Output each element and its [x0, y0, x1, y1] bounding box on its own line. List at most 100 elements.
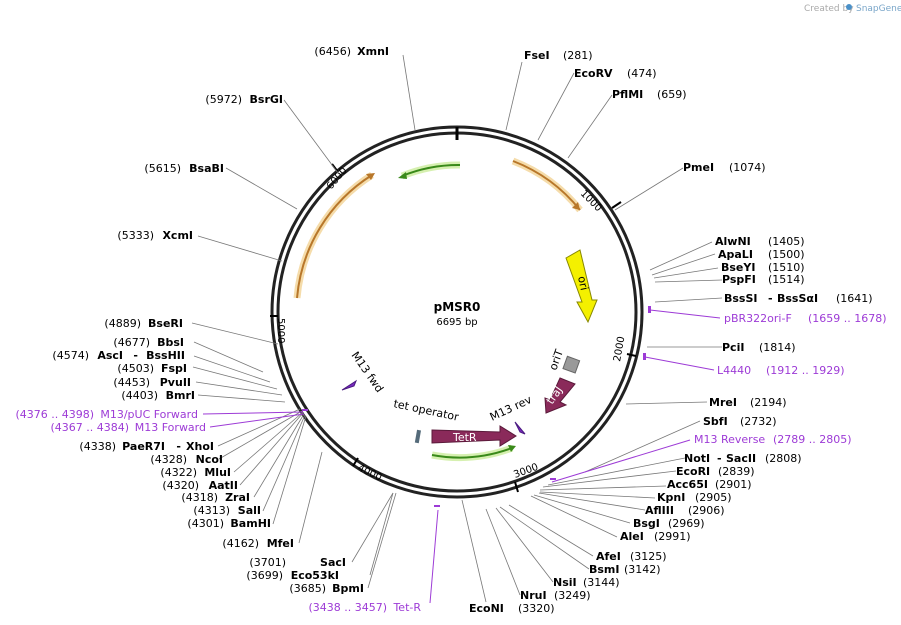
orf-arc-1-arrow-icon: [572, 202, 580, 210]
site-ncoi-pos: (4328): [150, 453, 187, 466]
site-alwni-pos: (1405): [768, 235, 805, 248]
tick-label-2000: 2000: [612, 336, 627, 363]
site-sbfi-pos: (2732): [740, 415, 777, 428]
site-sali-pos: (4313): [193, 504, 230, 517]
site-xcmi-pos: (5333): [117, 229, 154, 242]
site-eco53ki-pos: (3699): [246, 569, 283, 582]
site-noti: NotI: [684, 452, 710, 465]
orf-arc-4-line: [431, 447, 513, 459]
traj-feature: [544, 377, 576, 414]
site-ecorv: EcoRV: [574, 67, 613, 80]
plasmid-length: 6695 bp: [436, 317, 477, 328]
site-bseyi: BseYI: [721, 261, 755, 274]
site-fsei-pos: (281): [563, 49, 593, 62]
site-mfei-pos: (4162): [222, 537, 259, 550]
m13-rev-label: M13 rev: [488, 393, 534, 424]
primer-pbr322ori-f: pBR322ori-F: [724, 312, 792, 325]
site-nsii: NsiI: [553, 576, 577, 589]
orf-arc-2-arrow-icon: [366, 173, 375, 180]
tick-label-4000: 4000: [356, 463, 384, 484]
site-bsshii: BssHII: [146, 349, 185, 362]
site-xmni: XmnI: [357, 45, 389, 58]
site-alwni: AlwNI: [715, 235, 751, 248]
site-bpmi-pos: (3685): [289, 582, 326, 595]
right-site-labels: FseI (281) EcoRV (474) PflMI (659) PmeI …: [469, 49, 873, 615]
site-bsgi: BsgI: [633, 517, 660, 530]
m13-fwd-feature: [341, 379, 358, 391]
scale-ticks: [270, 163, 637, 493]
m13-fwd-label: M13 fwd: [349, 349, 386, 395]
orf-arc-4-arrow-icon: [508, 445, 516, 452]
left-site-labels: XmnI (6456) BsrGI (5972) BsaBI (5615) Xc…: [52, 45, 389, 595]
site-bsrgi-pos: (5972): [205, 93, 242, 106]
credit-text: Created by: [804, 4, 854, 14]
site-bsssi-pos: (1641): [836, 292, 873, 305]
site-pmei: PmeI: [683, 161, 714, 174]
primer-l4440-range: (1912 .. 1929): [766, 364, 845, 377]
orit-feature: [562, 355, 581, 374]
site-bmri-pos: (4403): [121, 389, 158, 402]
primer-m13-reverse-range: (2789 .. 2805): [773, 433, 852, 446]
tet-operator-feature: [414, 429, 422, 444]
primer-tet-r-range: (3438 .. 3457): [308, 601, 387, 614]
site-ncoi: NcoI: [196, 453, 223, 466]
site-sali: SalI: [238, 504, 261, 517]
site-acc65i: Acc65I: [667, 478, 708, 491]
tetr-feature: [431, 425, 517, 447]
site-xcmi: XcmI: [162, 229, 193, 242]
site-xhoi: XhoI: [186, 440, 214, 453]
site-bsssai: BssSαI: [777, 292, 818, 305]
orf-arc-2-line: [296, 174, 373, 299]
site-afliii: AflIII: [645, 504, 674, 517]
site-mrei-pos: (2194): [750, 396, 787, 409]
site-paer7i-pos: (4338): [79, 440, 116, 453]
tet-operator-label: tet operator: [392, 397, 460, 424]
site-econi: EcoNI: [469, 602, 504, 615]
site-pflmi-pos: (659): [657, 88, 687, 101]
primer-pbr322ori-f-range: (1659 .. 1678): [808, 312, 887, 325]
credit-brand: SnapGene: [856, 4, 901, 14]
site-aatii: AatII: [209, 479, 238, 492]
site-fspi-pos: (4503): [117, 362, 154, 375]
site-asci: AscI: [97, 349, 123, 362]
orf-arc-3-arrow-icon: [398, 172, 407, 179]
site-bsgi-pos: (2969): [668, 517, 705, 530]
site-afei: AfeI: [596, 550, 621, 563]
ori-feature: [565, 249, 598, 324]
site-sbfi: SbfI: [703, 415, 728, 428]
site-econi-pos: (3320): [518, 602, 555, 615]
tick-label-5000: 5000: [275, 318, 286, 343]
site-apali: ApaLI: [718, 248, 753, 261]
primer-m13-puc-forward: M13/pUC Forward: [100, 408, 198, 421]
primer-labels: pBR322ori-F (1659 .. 1678) L4440 (1912 .…: [15, 312, 886, 614]
site-alei-pos: (2991): [654, 530, 691, 543]
site-pspfi: PspFI: [722, 273, 756, 286]
site-eco53ki: Eco53kI: [291, 569, 339, 582]
site-ecori: EcoRI: [676, 465, 710, 478]
site-bseri-pos: (4889): [104, 317, 141, 330]
site-paer7i-sep: -: [176, 440, 181, 453]
site-acc65i-pos: (2901): [715, 478, 752, 491]
site-zrai-pos: (4318): [181, 491, 218, 504]
site-pspfi-pos: (1514): [768, 273, 805, 286]
primer-leader-lines: [202, 309, 721, 604]
site-bpmi: BpmI: [332, 582, 364, 595]
site-pflmi: PflMI: [612, 88, 643, 101]
site-bsrgi: BsrGI: [250, 93, 283, 106]
site-nsii-pos: (3144): [583, 576, 620, 589]
site-bmri: BmrI: [166, 389, 195, 402]
primer-tet-r: Tet-R: [392, 601, 421, 614]
site-bamhi-pos: (4301): [187, 517, 224, 530]
site-fsei: FseI: [524, 49, 550, 62]
site-pcii-pos: (1814): [759, 341, 796, 354]
primer-m13-forward-range: (4367 .. 4384): [50, 421, 129, 434]
site-mrei: MreI: [709, 396, 737, 409]
tetr-label: TetR: [452, 431, 477, 444]
site-mlui: MluI: [204, 466, 231, 479]
site-bsssi: BssSI: [724, 292, 758, 305]
site-saci-pos: (3701): [249, 556, 286, 569]
primer-m13-forward: M13 Forward: [135, 421, 206, 434]
site-kpni: KpnI: [657, 491, 685, 504]
site-nrui-pos: (3249): [554, 589, 591, 602]
site-afliii-pos: (2906): [688, 504, 725, 517]
